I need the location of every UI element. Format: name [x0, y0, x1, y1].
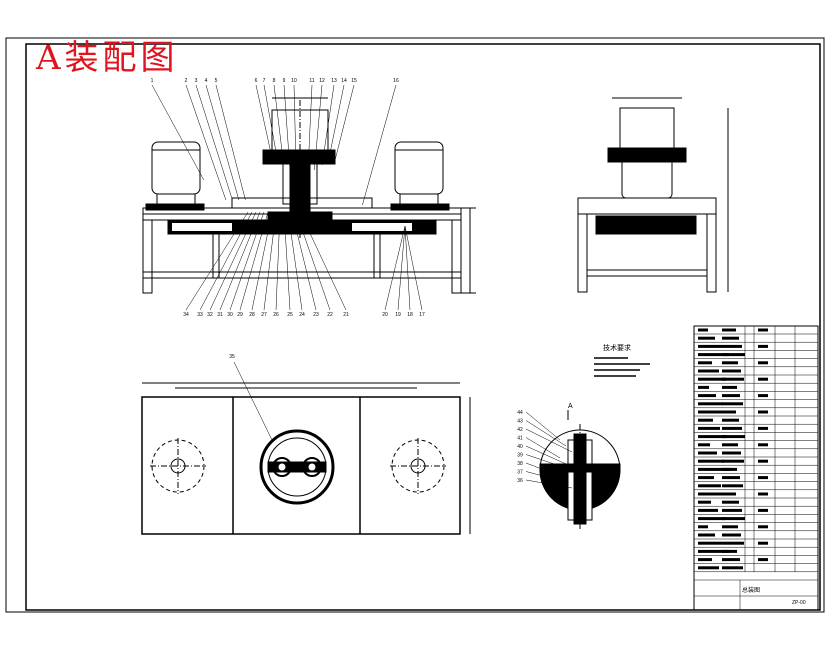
outer-border: [5, 37, 825, 613]
callout-top-3: 3: [195, 78, 198, 84]
callout-bottom-18: 18: [407, 312, 413, 318]
callout-bottom-23: 23: [313, 312, 319, 318]
callout-top-7: 7: [263, 78, 266, 84]
plan-outline: [141, 396, 461, 535]
callout-top-4: 4: [205, 78, 208, 84]
callout-bottom-32: 32: [207, 312, 213, 318]
title-block: 总装图 ZP-00: [742, 586, 806, 606]
callouts-plan: 35: [229, 354, 273, 441]
drawing-code: ZP-00: [792, 600, 806, 606]
callout-top-2: 2: [185, 78, 188, 84]
callout-section-43: 43: [517, 419, 523, 425]
parts-list: [693, 325, 819, 611]
callout-bottom-21: 21: [343, 312, 349, 318]
section-label: A: [568, 403, 573, 410]
drawing-name: 总装图: [742, 586, 760, 594]
work-platform: [231, 197, 373, 209]
callout-top-6: 6: [255, 78, 258, 84]
callout-bottom-24: 24: [299, 312, 305, 318]
callout-section-44: 44: [517, 410, 523, 416]
inner-border: [25, 43, 821, 611]
callout-section-39: 39: [517, 453, 523, 459]
callout-section-40: 40: [517, 444, 523, 450]
callout-bottom-20: 20: [382, 312, 388, 318]
side-view: [577, 97, 729, 293]
tech-requirements-title: 技术要求: [603, 343, 631, 352]
callouts-section: 44 43 42 41 40 39 38 37 36: [517, 410, 573, 489]
callout-top-12: 12: [319, 78, 325, 84]
side-belt: [595, 215, 697, 235]
callout-section-36: 36: [517, 478, 523, 484]
callout-section-42: 42: [517, 427, 523, 433]
side-housing: [619, 107, 675, 153]
callout-bottom-33: 33: [197, 312, 203, 318]
table-leg-left: [142, 219, 153, 294]
callout-top-9: 9: [283, 78, 286, 84]
callout-section-38: 38: [517, 461, 523, 467]
callout-top-8: 8: [273, 78, 276, 84]
callout-top-13: 13: [331, 78, 337, 84]
callout-top-10: 10: [291, 78, 297, 84]
callout-plan-35: 35: [229, 354, 235, 360]
callout-bottom-34: 34: [183, 312, 189, 318]
front-view: [142, 84, 476, 311]
callout-bottom-27: 27: [261, 312, 267, 318]
callout-section-41: 41: [517, 436, 523, 442]
callout-top-5: 5: [215, 78, 218, 84]
side-leg-left: [577, 213, 588, 293]
side-leg-right: [706, 213, 717, 293]
side-motor: [621, 151, 673, 199]
plan-center-disc: [259, 429, 335, 505]
callout-bottom-25: 25: [287, 312, 293, 318]
callout-top-1: 1: [151, 78, 154, 84]
callout-bottom-28: 28: [249, 312, 255, 318]
side-table-top: [577, 197, 717, 215]
callout-bottom-29: 29: [237, 312, 243, 318]
callout-top-11: 11: [309, 78, 314, 84]
callout-bottom-17: 17: [419, 312, 425, 318]
section-upper: [539, 429, 621, 471]
tech-requirements: 技术要求: [594, 343, 650, 377]
callout-top-16: 16: [393, 78, 399, 84]
callout-bottom-22: 22: [327, 312, 333, 318]
callout-bottom-31: 31: [217, 312, 223, 318]
callouts-bottom: 34 33 32 31 30 29 28 27 26 25 24 23 22 21 20 19 18 17: [183, 312, 425, 318]
drawing-title: A装配图: [36, 38, 179, 78]
callout-top-14: 14: [341, 78, 347, 84]
callout-top-15: 15: [351, 78, 357, 84]
callout-bottom-30: 30: [227, 312, 233, 318]
table-crossbar: [142, 271, 462, 279]
table-leg-right: [451, 219, 462, 294]
plan-view: [141, 382, 471, 535]
section-view: [539, 410, 621, 530]
callout-section-37: 37: [517, 470, 523, 476]
callout-bottom-26: 26: [273, 312, 279, 318]
side-crossbar: [586, 269, 708, 277]
callout-bottom-19: 19: [395, 312, 401, 318]
